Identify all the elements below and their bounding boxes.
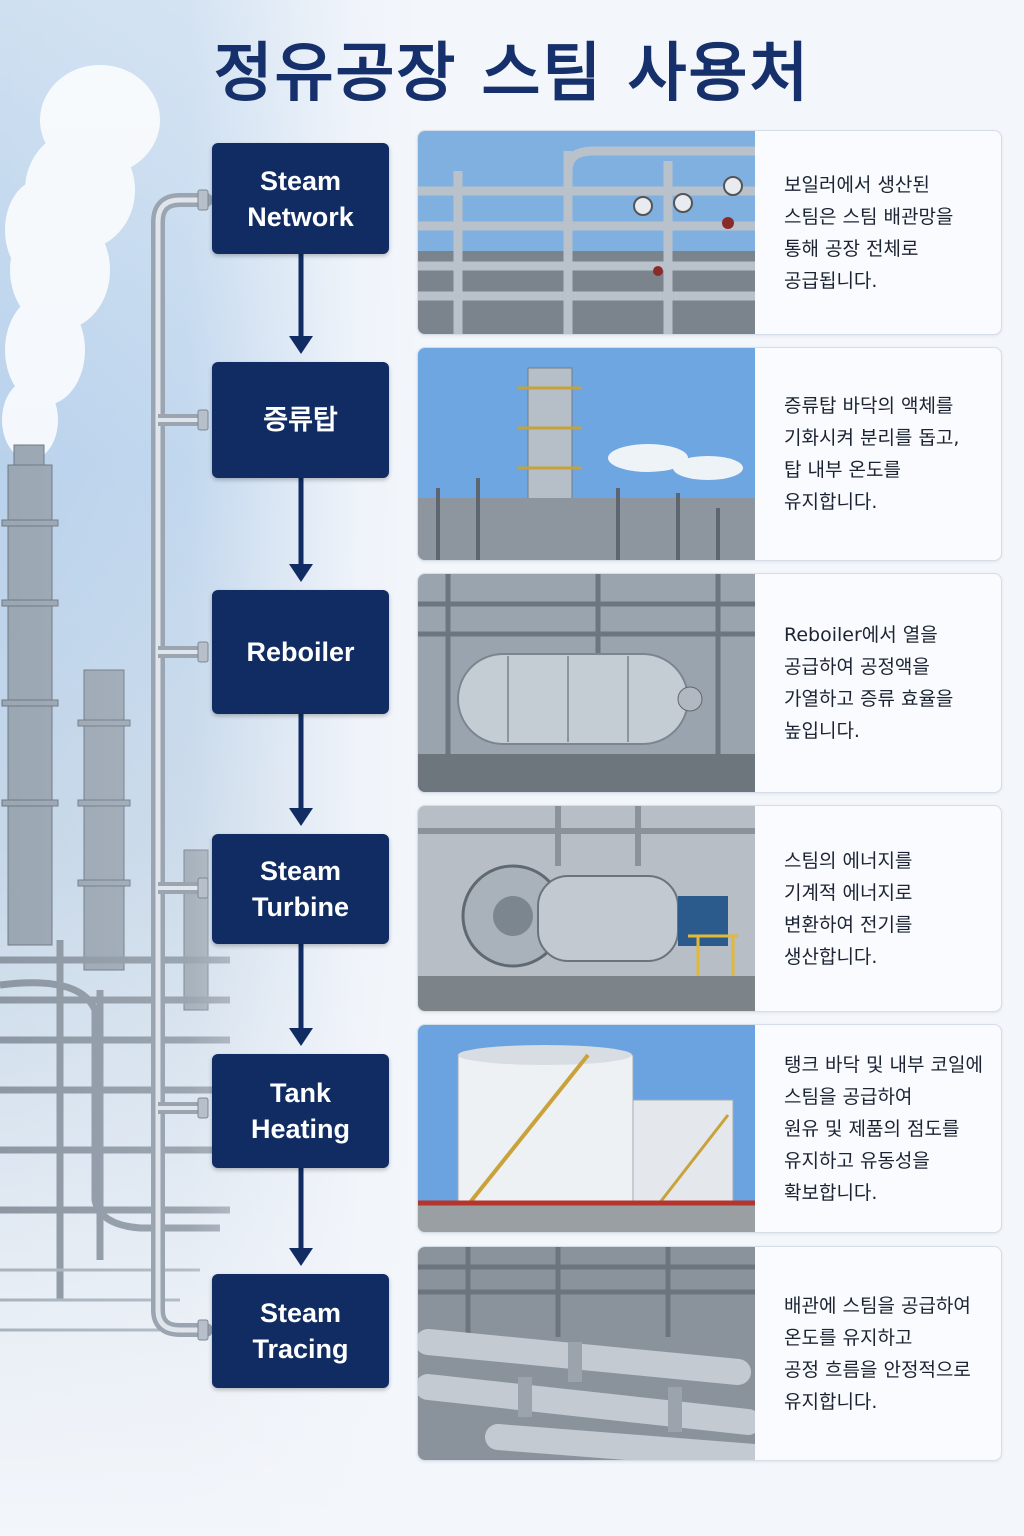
storage-tanks-photo <box>418 1025 755 1232</box>
traced-pipelines-photo <box>418 1247 755 1460</box>
steam-pipe-network-photo <box>418 131 755 334</box>
card-steam-turbine: 스팀의 에너지를 기계적 에너지로 변환하여 전기를 생산합니다. <box>417 805 1002 1012</box>
step-distillation-column: 증류탑 <box>212 362 389 478</box>
flow-arrow <box>289 1168 313 1266</box>
card-description: 스팀의 에너지를 기계적 에너지로 변환하여 전기를 생산합니다. <box>784 849 913 968</box>
card-reboiler: Reboiler에서 열을 공급하여 공정액을 가열하고 증류 효율을 높입니다… <box>417 573 1002 793</box>
card-description: 탱크 바닥 및 내부 코일에 스팀을 공급하여 원유 및 제품의 점도를 유지하… <box>784 1053 983 1204</box>
card-description: 배관에 스팀을 공급하여 온도를 유지하고 공정 흐름을 안정적으로 유지합니다… <box>784 1294 971 1413</box>
step-steam-network: Steam Network <box>212 143 389 254</box>
page-title: 정유공장 스팀 사용처 <box>213 37 811 111</box>
step-steam-tracing: Steam Tracing <box>212 1274 389 1388</box>
card-description: Reboiler에서 열을 공급하여 공정액을 가열하고 증류 효율을 높입니다… <box>784 624 954 742</box>
card-tank-heating: 탱크 바닥 및 내부 코일에 스팀을 공급하여 원유 및 제품의 점도를 유지하… <box>417 1024 1002 1233</box>
card-steam-tracing: 배관에 스팀을 공급하여 온도를 유지하고 공정 흐름을 안정적으로 유지합니다… <box>417 1246 1002 1461</box>
reboiler-vessel-photo <box>418 574 755 792</box>
flow-arrow <box>289 944 313 1046</box>
step-reboiler: Reboiler <box>212 590 389 714</box>
flow-arrow <box>289 478 313 582</box>
step-steam-turbine: Steam Turbine <box>212 834 389 944</box>
flow-arrow <box>289 254 313 354</box>
flow-arrow <box>289 714 313 826</box>
card-description: 증류탑 바닥의 액체를 기화시켜 분리를 돕고, 탑 내부 온도를 유지합니다. <box>784 395 960 513</box>
distillation-column-photo <box>418 348 755 560</box>
pipe-flanges <box>197 189 209 1341</box>
manifold-pipe <box>151 193 213 1337</box>
steam-turbine-photo <box>418 806 755 1011</box>
card-steam-network: 보일러에서 생산된 스팀은 스팀 배관망을 통해 공장 전체로 공급됩니다. <box>417 130 1002 335</box>
steam-manifold <box>151 189 313 1341</box>
card-distillation-column: 증류탑 바닥의 액체를 기화시켜 분리를 돕고, 탑 내부 온도를 유지합니다. <box>417 347 1002 561</box>
card-description: 보일러에서 생산된 스팀은 스팀 배관망을 통해 공장 전체로 공급됩니다. <box>784 173 954 292</box>
step-tank-heating: Tank Heating <box>212 1054 389 1168</box>
branch-pipes <box>158 414 206 1114</box>
